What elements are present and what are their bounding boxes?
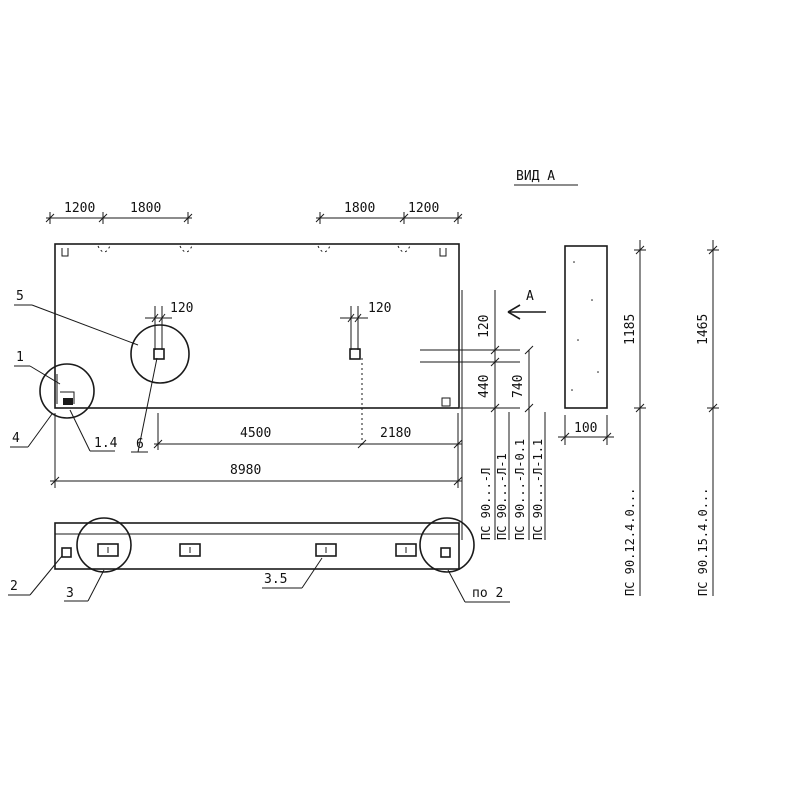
callout-1-4: 1.4 xyxy=(94,436,118,451)
opening-right xyxy=(349,348,361,360)
dim-740: 740 xyxy=(511,375,526,398)
dim-2180: 2180 xyxy=(380,426,411,441)
detail-circle-1 xyxy=(39,363,95,419)
dim-100: 100 xyxy=(574,421,597,436)
plan-callout-leaders xyxy=(8,555,510,603)
callout-po-2: по 2 xyxy=(472,586,503,601)
variant-label-3: ПС 90...-Л-0.1 xyxy=(513,439,527,540)
dim-8980: 8980 xyxy=(230,463,261,478)
callout-2: 2 xyxy=(10,579,18,594)
right-dimension-chain xyxy=(420,290,546,540)
corner-detail xyxy=(56,374,75,404)
height-dimension-1185 xyxy=(634,240,646,596)
plan-openings xyxy=(61,543,451,558)
lifting-loops xyxy=(61,245,451,407)
section-view xyxy=(564,245,608,409)
plan-detail-circle-right xyxy=(419,517,475,573)
bottom-dimension-chain xyxy=(50,413,463,488)
dim-120-left: 120 xyxy=(170,301,193,316)
corner-insert xyxy=(63,398,73,405)
view-arrow-a xyxy=(507,304,546,320)
dim-4500: 4500 xyxy=(240,426,271,441)
section-width-dimension xyxy=(558,415,614,445)
dim-1800-left: 1800 xyxy=(130,201,161,216)
dim-1465: 1465 xyxy=(696,314,711,345)
panel-front-view xyxy=(54,243,460,409)
series-label-2: ПС 90.15.4.0... xyxy=(696,488,710,596)
series-label-1: ПС 90.12.4.0... xyxy=(623,488,637,596)
top-dimension-chain xyxy=(45,212,463,224)
callout-6: 6 xyxy=(136,437,144,452)
variant-label-2: ПС 90...-Л-1 xyxy=(495,453,509,540)
dim-440: 440 xyxy=(477,375,492,398)
height-dimension-1465 xyxy=(707,240,719,596)
plan-detail-circle-left xyxy=(76,517,132,573)
view-title: ВИД А xyxy=(516,169,555,184)
arrow-label-a: A xyxy=(526,289,534,304)
dim-120-right: 120 xyxy=(368,301,391,316)
dim-1200-left: 1200 xyxy=(64,201,95,216)
callout-3-5: 3.5 xyxy=(264,572,287,587)
section-hatch xyxy=(571,261,599,391)
dim-1800-right: 1800 xyxy=(344,201,375,216)
detail-circle-5 xyxy=(130,324,190,384)
dim-120-vertical: 120 xyxy=(477,315,492,338)
callout-1: 1 xyxy=(16,350,24,365)
variant-label-4: ПС 90...-Л-1.1 xyxy=(531,439,545,540)
opening-left xyxy=(153,348,165,360)
callout-4: 4 xyxy=(12,431,20,446)
dim-1185: 1185 xyxy=(623,314,638,345)
panel-plan-view xyxy=(54,522,460,570)
hole-dimension-left xyxy=(145,306,172,350)
dim-1200-right: 1200 xyxy=(408,201,439,216)
callout-5: 5 xyxy=(16,289,24,304)
variant-label-1: ПС 90...-Л xyxy=(479,468,493,540)
hole-dimension-right xyxy=(340,306,368,350)
callout-3: 3 xyxy=(66,586,74,601)
callout-leaders xyxy=(10,304,158,453)
